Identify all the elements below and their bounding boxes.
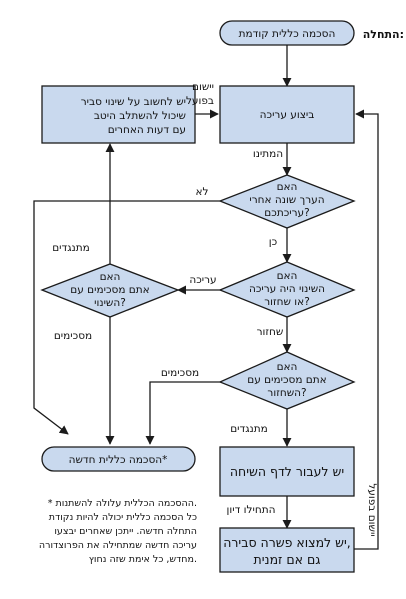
consider-change-line-1: יש לחשוב על שינוי סביר (81, 96, 186, 108)
label-start-discussion: התחילו דיון (227, 504, 276, 516)
node-previous-consensus (219, 20, 355, 46)
label-implement-side: יישום בפועל (366, 483, 378, 536)
node-agree-revert-question (218, 351, 356, 410)
label-no: לא (196, 186, 209, 198)
changed-question-line-1: האם (277, 181, 298, 193)
node-reverted-question (218, 261, 356, 318)
node-talk-page (219, 446, 355, 497)
reverted-question-line-2: השינוי היה עריכה (249, 283, 325, 295)
new-consensus-text: הסכמה כללית חדשה* (69, 454, 168, 466)
node-consider-change (41, 85, 196, 144)
footnote-line-4: עריכה חדשה שמתחילה את הפרוצדורה (39, 540, 197, 551)
label-implement-top-1: יישום (192, 81, 214, 93)
label-disagree-right: מתנגדים (230, 423, 268, 435)
footnote-line-1: * ההסכמה הכללית עלולה להשתנות. (48, 498, 197, 509)
agree-revert-line-2: אתם מסכימים עם (247, 374, 326, 386)
label-wait: המתינו (253, 148, 283, 160)
label-disagree-left: מתנגדים (52, 242, 90, 254)
label-implement-top-2: בפועל (186, 95, 214, 107)
edge-compromise-implement (352, 109, 379, 550)
reverted-question-line-1: האם (277, 270, 298, 282)
talk-page-text: יש לעבור לדף השיחה (230, 464, 344, 479)
agree-change-line-1: האם (100, 271, 121, 283)
changed-question-line-3: עריכתכם? (264, 207, 309, 219)
agree-revert-line-3: השחזור? (267, 387, 306, 399)
node-changed-question (218, 174, 356, 229)
compromise-line-1: יש למצוא פשרה סבירה, (223, 535, 351, 550)
compromise-line-2: גם אם זמנית (254, 552, 321, 567)
changed-question-line-2: הערך שונה אחרי (249, 194, 324, 206)
label-revert: שחזור (257, 326, 284, 338)
node-compromise (219, 527, 355, 573)
footnote-line-2: כל הסכמה כללית יכולה להיות נקודת (49, 512, 197, 523)
label-agree-right: מסכימים (161, 367, 199, 379)
label-yes: כן (269, 236, 277, 248)
reverted-question-line-3: או שחזור? (264, 296, 310, 308)
edge-changed-no (33, 200, 220, 435)
node-new-consensus (41, 446, 196, 472)
agree-change-line-3: השינוי? (94, 297, 126, 309)
previous-consensus-text: הסכמה כללית קודמת (239, 28, 336, 40)
agree-change-line-2: אתם מסכימים עם (70, 284, 149, 296)
consider-change-line-3: עם דעות האחרים (108, 124, 186, 136)
label-edit: עריכה (189, 274, 216, 286)
consider-change-line-2: שיכול להשתלב היטב (94, 110, 186, 122)
label-agree-left: מסכימים (54, 330, 92, 342)
edge-agree-revert-agree (145, 381, 221, 445)
agree-revert-line-1: האם (277, 361, 298, 373)
perform-edit-text: ביצוע עריכה (260, 109, 315, 121)
node-agree-change-question (40, 263, 180, 318)
node-perform-edit (219, 85, 355, 144)
footnote-line-3: התחלה חדשה. ייתכן שאחרים יבצעו (54, 526, 197, 537)
start-label: התחלה: (363, 28, 404, 41)
footnote-line-5: מחדש, כל אימת שזה נחוץ. (89, 554, 197, 565)
